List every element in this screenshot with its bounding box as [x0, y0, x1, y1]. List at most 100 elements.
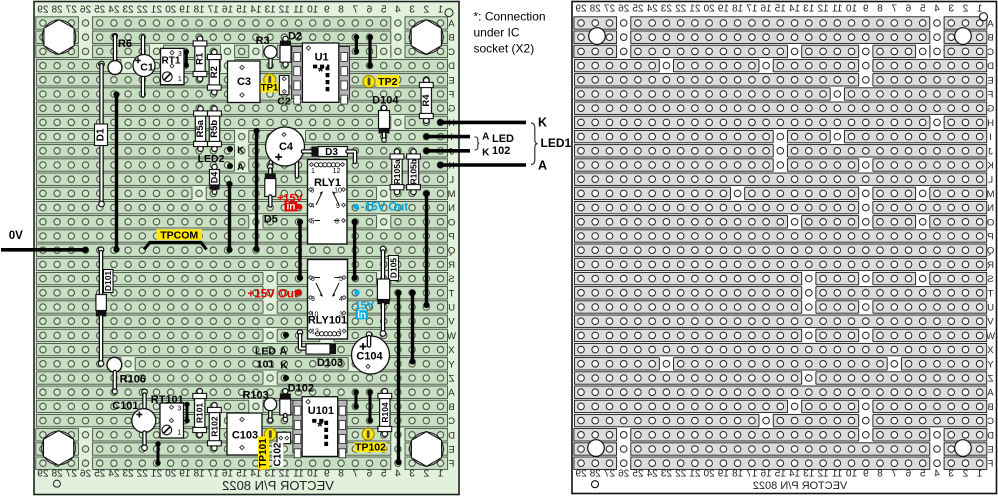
svg-text:15: 15	[774, 4, 786, 15]
svg-text:17: 17	[746, 469, 758, 480]
svg-text:16: 16	[222, 469, 234, 480]
svg-text:9: 9	[863, 469, 869, 480]
svg-text:10: 10	[311, 312, 319, 319]
svg-text:26: 26	[618, 469, 630, 480]
svg-text:6: 6	[905, 469, 911, 480]
svg-text:3: 3	[178, 51, 182, 58]
svg-text:D105: D105	[388, 258, 398, 279]
svg-text:S: S	[987, 274, 993, 285]
svg-text:Y: Y	[448, 359, 455, 370]
svg-text:25: 25	[632, 469, 644, 480]
svg-text:2: 2	[423, 469, 429, 480]
svg-text:29: 29	[575, 469, 587, 480]
svg-text:A: A	[448, 19, 455, 30]
svg-text:18: 18	[193, 5, 205, 16]
svg-text:7: 7	[891, 469, 897, 480]
svg-text:21: 21	[151, 469, 163, 480]
svg-text:A: A	[237, 162, 244, 173]
svg-text:Y: Y	[987, 359, 994, 370]
svg-text:S: S	[448, 274, 454, 285]
svg-text:18: 18	[193, 469, 205, 480]
svg-text:R5a: R5a	[195, 119, 206, 137]
svg-text:5: 5	[919, 4, 925, 15]
svg-text:C4: C4	[279, 141, 294, 153]
svg-text:20: 20	[703, 469, 715, 480]
svg-text:3: 3	[948, 469, 954, 480]
svg-text:1: 1	[976, 4, 982, 15]
svg-text:TP102: TP102	[355, 442, 386, 454]
svg-text:D101: D101	[103, 271, 113, 292]
svg-text:X: X	[987, 345, 994, 356]
svg-text:R4: R4	[421, 94, 432, 107]
svg-text:27: 27	[65, 5, 77, 16]
svg-text:H: H	[987, 118, 994, 129]
svg-text:7: 7	[352, 5, 358, 16]
svg-text:8: 8	[877, 4, 883, 15]
svg-text:R102: R102	[209, 416, 219, 437]
svg-text:11: 11	[832, 469, 843, 480]
svg-text:-15V Out: -15V Out	[361, 202, 408, 214]
svg-text:12: 12	[333, 168, 341, 175]
svg-text:1: 1	[437, 469, 443, 480]
svg-text:under IC: under IC	[474, 26, 520, 40]
svg-text:M: M	[447, 189, 455, 200]
svg-text:N: N	[448, 203, 455, 214]
svg-text:16: 16	[760, 4, 772, 15]
svg-text:102: 102	[492, 145, 510, 157]
svg-text:A: A	[987, 19, 994, 30]
svg-text:24: 24	[108, 5, 120, 16]
svg-text:15: 15	[774, 469, 786, 480]
svg-text:C: C	[987, 416, 994, 427]
svg-text:C2: C2	[277, 96, 291, 108]
svg-text:D5: D5	[264, 214, 278, 226]
svg-text:3: 3	[409, 5, 415, 16]
svg-text:8: 8	[338, 5, 344, 16]
svg-text:11: 11	[293, 5, 304, 16]
svg-text:in: in	[286, 202, 295, 213]
svg-text:14: 14	[250, 469, 262, 480]
svg-text:C102: C102	[272, 442, 283, 466]
svg-text:E: E	[448, 445, 454, 456]
svg-text:VECTOR P/N 8022: VECTOR P/N 8022	[753, 480, 848, 492]
svg-text:29: 29	[37, 5, 49, 16]
svg-text:1: 1	[437, 5, 443, 16]
svg-text:16: 16	[222, 5, 234, 16]
svg-text:4: 4	[395, 5, 401, 16]
svg-text:17: 17	[207, 5, 219, 16]
svg-text:VECTOR P/N 8022: VECTOR P/N 8022	[222, 478, 334, 493]
svg-text:19: 19	[179, 469, 191, 480]
svg-text:2: 2	[962, 4, 968, 15]
svg-text:24: 24	[646, 4, 658, 15]
svg-text:9: 9	[324, 469, 330, 480]
svg-text:17: 17	[207, 469, 219, 480]
svg-text:15: 15	[236, 5, 248, 16]
svg-text:6: 6	[905, 4, 911, 15]
svg-text:4: 4	[339, 296, 343, 303]
svg-text:10: 10	[846, 469, 858, 480]
svg-text:E: E	[987, 75, 993, 86]
svg-text:E: E	[987, 445, 993, 456]
svg-text:D103: D103	[317, 357, 343, 369]
svg-text:1: 1	[976, 469, 982, 480]
svg-text:15: 15	[236, 469, 248, 480]
svg-text:28: 28	[589, 4, 601, 15]
svg-text:R103: R103	[242, 390, 268, 402]
svg-text:LED: LED	[255, 346, 276, 358]
svg-text:U101: U101	[308, 405, 334, 417]
svg-text:23: 23	[660, 469, 672, 480]
svg-text:TP1: TP1	[261, 83, 279, 94]
svg-text:6: 6	[366, 5, 372, 16]
svg-text:13: 13	[264, 469, 276, 480]
svg-text:B: B	[987, 402, 993, 413]
svg-text:C3: C3	[237, 76, 251, 88]
svg-text:C1: C1	[140, 62, 154, 74]
svg-text:14: 14	[789, 469, 801, 480]
svg-text:8: 8	[311, 276, 315, 283]
svg-text:21: 21	[151, 5, 163, 16]
svg-text:19: 19	[717, 4, 729, 15]
svg-text:F: F	[987, 90, 993, 101]
svg-text:25: 25	[632, 4, 644, 15]
svg-text:10: 10	[846, 4, 858, 15]
svg-text:8: 8	[877, 469, 883, 480]
svg-text:R106: R106	[120, 373, 146, 385]
